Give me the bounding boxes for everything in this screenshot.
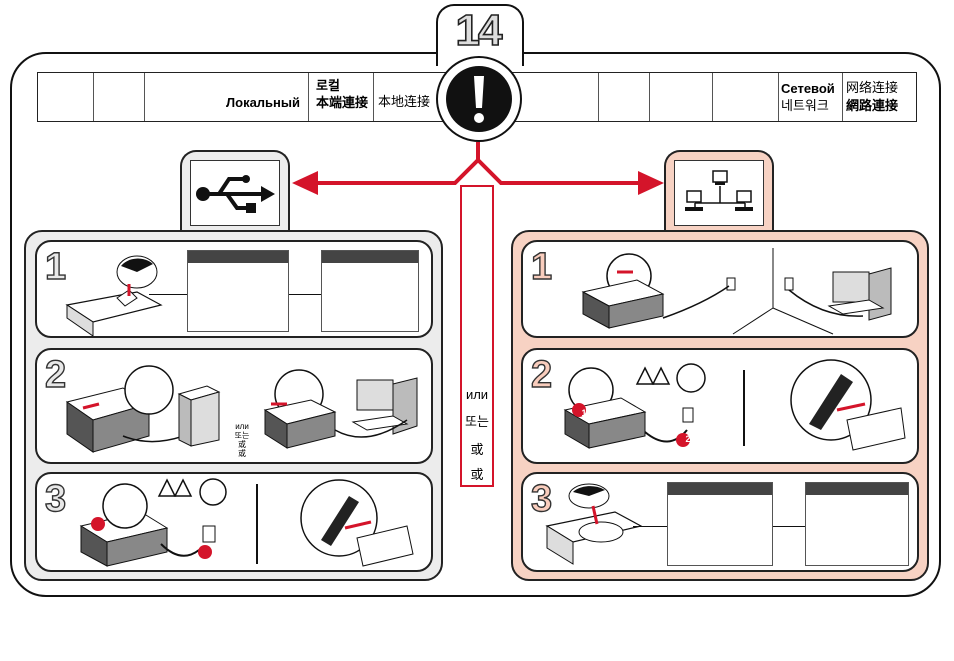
or-label-ko: 또는 [465,414,489,429]
step-number: 2 [530,353,553,396]
strip-divider [598,73,599,121]
driver-window-screenshot [805,482,909,566]
strip-divider [373,73,374,121]
setup-window-screenshot [667,482,773,566]
usb-tab [180,150,290,232]
step-number: 1 [44,245,67,288]
network-step-1: 1 [521,240,919,338]
page-number: 14 [455,5,504,56]
printer-network-diagram [581,248,892,335]
or-label-zh-tw: 或 [470,468,484,483]
step-number: 2 [44,353,67,396]
marker-2: 2 [685,434,691,444]
cd-icon [65,255,163,336]
marker-1: 1 [581,408,587,418]
network-step-3: 3 [521,472,919,572]
warning-exclamation-icon [436,56,522,142]
or-small-ko: 또는 [234,431,250,440]
label-zh-cn-network: 网络连接 [846,81,899,96]
label-zh-cn-local: 本地连接 [378,95,431,110]
divider [256,484,258,564]
printer-power-icon [79,483,216,567]
step-number: 3 [530,477,553,520]
page-number-tab [436,4,524,66]
label-ko-local: 로컬 [316,78,340,93]
or-label-zh-cn: 或 [470,443,484,458]
usb-step-2: 2 или 또는 或 或 [35,348,433,464]
usb-icon [190,160,280,226]
network-tab [664,150,774,232]
label-zh-tw-network: 網路連接 [846,98,899,113]
driver-window-screenshot [321,250,419,332]
or-small-ru: или [235,422,249,431]
printer-power-icon [563,363,706,449]
computer-icon [177,385,221,447]
printer-door-icon [790,359,906,451]
label-ru-network: Сетевой [781,81,835,96]
usb-step-1: 1 [35,240,433,338]
or-column: или 또는 或 或 [460,185,494,487]
cd-icon [545,483,643,565]
network-icon [674,160,764,226]
or-small-zh-tw: 或 [238,449,246,458]
label-zh-tw-local: 本端連接 [316,95,369,110]
step-number: 3 [44,477,67,520]
or-small-zh-cn: 或 [238,440,246,449]
strip-divider [712,73,713,121]
network-step-2: 2 1 2 [521,348,919,464]
strip-divider [649,73,650,121]
label-ru-local: Локальный [226,95,300,110]
strip-divider [308,73,309,121]
printer-computer-icon [263,369,418,449]
label-ko-network: 네트워크 [781,98,829,113]
divider [743,370,745,446]
strip-divider [144,73,145,121]
caution-icon [157,478,227,506]
usb-step-3: 3 [35,472,433,572]
printer-door-icon [300,479,414,567]
strip-divider [842,73,843,121]
setup-window-screenshot [187,250,289,332]
strip-divider [93,73,94,121]
strip-divider [778,73,779,121]
step-number: 1 [530,245,553,288]
or-label-ru: или [465,387,489,402]
